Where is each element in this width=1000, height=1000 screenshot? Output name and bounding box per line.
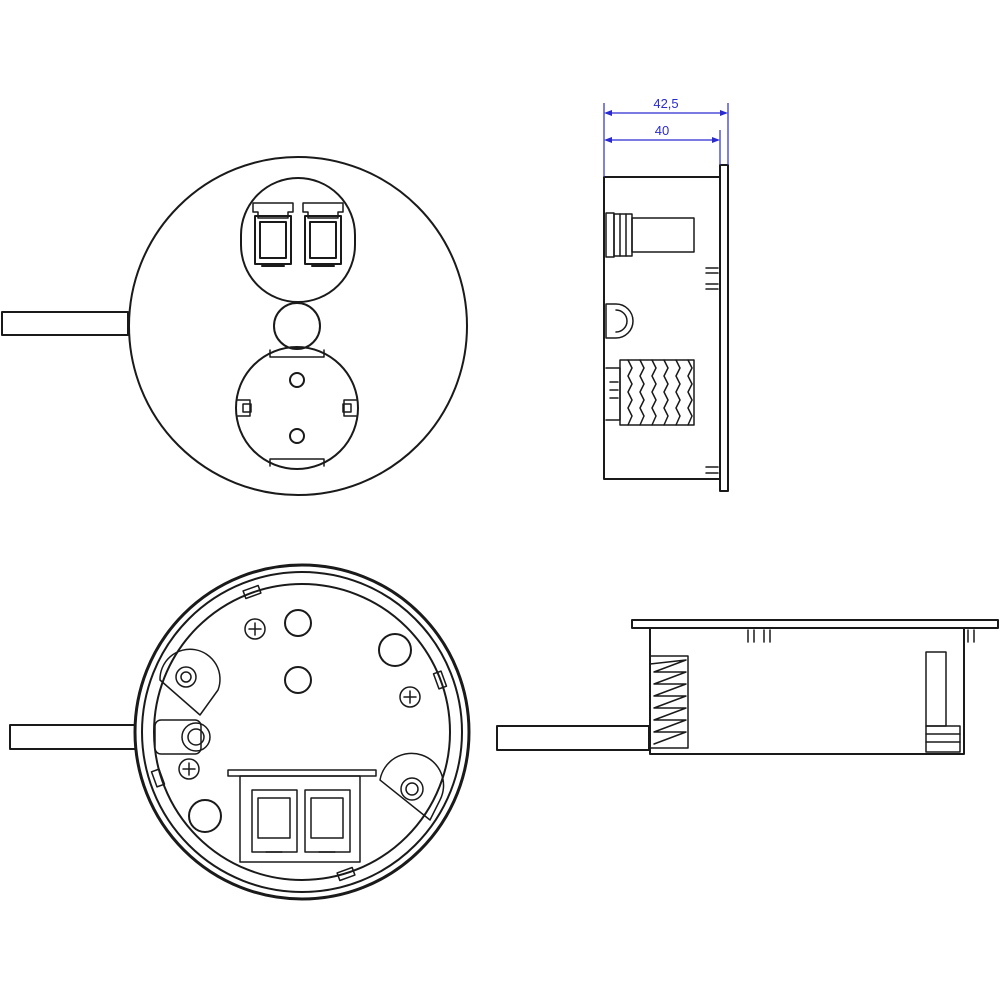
dim-label-overall: 42,5 [653, 96, 678, 111]
side-rj45 [605, 212, 695, 258]
side-clips-top [705, 267, 719, 474]
side-body [603, 176, 721, 480]
rj45-port-left [252, 202, 294, 267]
dim-label-body: 40 [655, 123, 669, 138]
dimension-lines [603, 103, 729, 177]
bottom-outer-ring [133, 563, 471, 901]
rotated-threaded-socket [649, 655, 689, 749]
bottom-round-boss-d [284, 666, 312, 694]
bottom-round-boss-c [284, 609, 312, 637]
bottom-screw-c [178, 758, 200, 780]
bottom-inner-ring [141, 571, 463, 893]
bottom-round-boss-a [378, 633, 412, 667]
bottom-screw-a [244, 618, 266, 640]
bottom-view [9, 563, 471, 901]
bottom-rj45-module [227, 769, 377, 863]
bottom-screw-boss-left [159, 648, 221, 716]
rotated-flange [631, 619, 999, 629]
center-button [273, 302, 321, 350]
rotated-body [649, 627, 965, 755]
bottom-body-ring [153, 583, 451, 881]
bottom-ring-clips [150, 584, 448, 882]
bottom-screw-b [399, 686, 421, 708]
front-outer-ring [128, 156, 468, 496]
side-view [603, 164, 729, 492]
side-threaded-socket [605, 359, 695, 426]
side-button [605, 303, 634, 339]
rotated-rj45 [925, 651, 961, 753]
bottom-round-boss-b [188, 799, 222, 833]
bottom-screw-boss-right [379, 752, 445, 821]
bottom-cable-entry [154, 719, 211, 755]
data-socket-housing [240, 177, 356, 303]
rotated-clips [747, 629, 975, 643]
front-view [1, 156, 468, 496]
power-socket [235, 346, 359, 470]
rotated-cable [496, 725, 650, 751]
rj45-port-right [302, 202, 344, 267]
front-cable [1, 311, 129, 336]
side-flange [719, 164, 729, 492]
side-view-rotated [496, 619, 999, 755]
